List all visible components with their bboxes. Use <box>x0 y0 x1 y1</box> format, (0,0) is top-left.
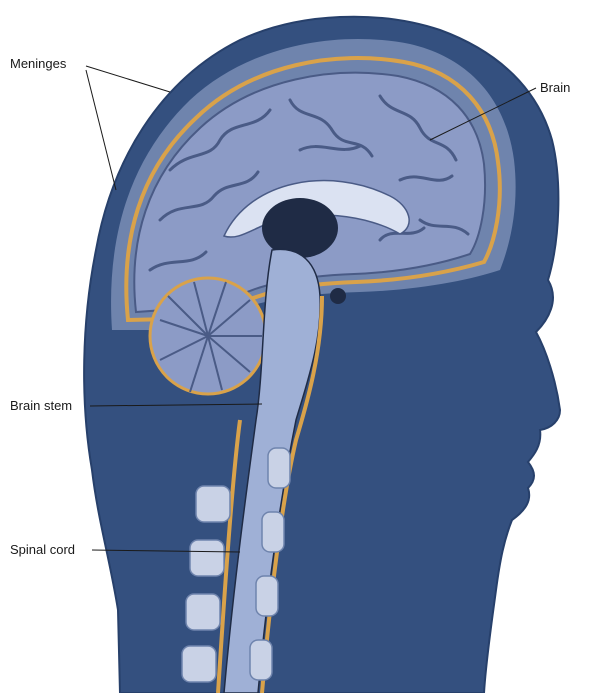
label-spinal-cord: Spinal cord <box>10 542 75 557</box>
pituitary <box>330 288 346 304</box>
leader-meninges-1 <box>86 66 170 92</box>
leader-meninges-2 <box>86 70 116 190</box>
label-brain: Brain <box>540 80 570 95</box>
label-meninges: Meninges <box>10 56 67 71</box>
label-brain-stem: Brain stem <box>10 398 72 413</box>
cerebellum <box>150 278 266 394</box>
thalamus <box>262 198 338 258</box>
